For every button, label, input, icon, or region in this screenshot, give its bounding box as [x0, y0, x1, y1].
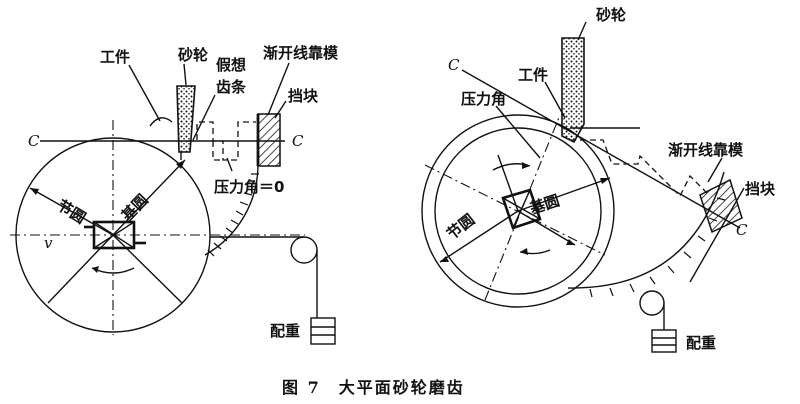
left-weight [310, 317, 336, 345]
right-pitch-line-cc [461, 69, 741, 229]
left-workpiece-label: 工件 [100, 48, 130, 66]
right-outer-circle [421, 114, 615, 308]
left-workpiece-tooth [149, 117, 173, 127]
left-grinding-wheel [176, 85, 196, 160]
left-base-radius [112, 159, 186, 236]
right-stop-block-label: 挡块 [745, 180, 776, 198]
left-hub [92, 220, 136, 250]
left-figure [10, 62, 336, 345]
left-imaginary-rack [188, 121, 256, 161]
left-involute-template-label: 渐开线靠模 [263, 44, 339, 62]
left-template-arc [204, 164, 259, 256]
right-weight [651, 329, 677, 353]
left-pitch-radius [29, 187, 114, 236]
right-pitch-circle-label: 节圆 [443, 210, 478, 243]
figure-caption: 图 7 大平面砂轮磨齿 [282, 378, 465, 397]
left-c-label-right: C [292, 132, 304, 150]
left-stop-block-label: 挡块 [288, 87, 319, 105]
left-imaginary-rack-label-2: 齿条 [216, 78, 247, 96]
right-grinding-wheel [561, 37, 585, 144]
right-c-label-top: C [448, 56, 460, 74]
right-counterweight-assembly [639, 290, 677, 353]
right-hub [501, 188, 542, 230]
left-base-circle-label: 基圆 [117, 191, 151, 226]
right-counterweight-label: 配重 [686, 334, 716, 352]
right-pulley [639, 290, 665, 316]
left-grinding-wheel-label: 砂轮 [178, 46, 208, 64]
left-involute-template [256, 113, 281, 167]
left-velocity-label: v [44, 234, 53, 252]
right-base-circle [434, 127, 602, 295]
right-workpiece-label: 工件 [518, 66, 548, 84]
left-imaginary-rack-label-1: 假想 [216, 56, 246, 74]
right-grinding-wheel-label: 砂轮 [596, 6, 626, 24]
right-pressure-angle-label: 压力角 [461, 90, 506, 108]
left-pressure-angle-label: 压力角＝0 [214, 178, 284, 196]
right-template-curve [567, 171, 725, 289]
right-involute-template-label: 渐开线靠模 [668, 141, 744, 159]
left-c-label-left: C [28, 132, 40, 150]
right-involute-template [699, 178, 743, 234]
right-figure [421, 21, 745, 353]
right-c-label-bottom: C [736, 221, 748, 239]
left-pitch-circle-label: 节圆 [54, 196, 89, 227]
left-counterweight-label: 配重 [270, 322, 300, 340]
left-counterweight-assembly [210, 236, 336, 345]
left-pulley [290, 236, 318, 264]
